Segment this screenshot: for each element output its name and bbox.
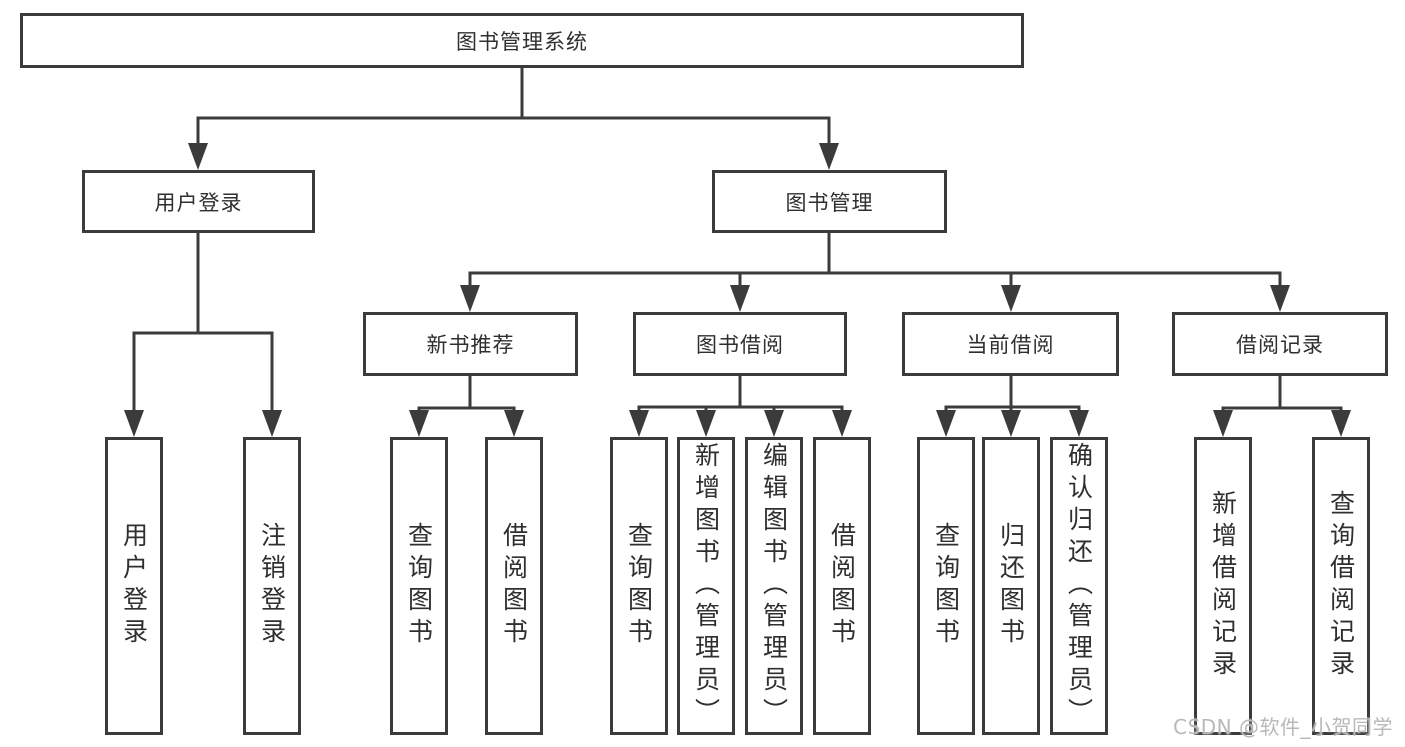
leaf-borrow-query-books: 查询图书 [610, 437, 668, 735]
leaf-records-query-record-label: 查询借阅记录 [1326, 490, 1356, 682]
leaf-recommend-borrow-books: 借阅图书 [485, 437, 543, 735]
leaf-logout: 注销登录 [243, 437, 301, 735]
leaf-borrow-edit-books-admin-label: 编辑图书（管理员） [759, 442, 789, 730]
leaf-records-add-record-label: 新增借阅记录 [1208, 490, 1238, 682]
node-book-management-label: 图书管理 [785, 190, 874, 215]
node-new-book-recommend: 新书推荐 [363, 312, 578, 376]
leaf-user-login: 用户登录 [105, 437, 163, 735]
leaf-current-confirm-return-admin: 确认归还（管理员） [1050, 437, 1108, 735]
leaf-borrow-edit-books-admin: 编辑图书（管理员） [745, 437, 803, 735]
leaf-borrow-query-books-label: 查询图书 [624, 522, 654, 650]
leaf-current-confirm-return-admin-label: 确认归还（管理员） [1064, 442, 1094, 730]
node-borrow-records: 借阅记录 [1172, 312, 1388, 376]
arrowheads [124, 143, 1351, 437]
leaf-recommend-borrow-books-label: 借阅图书 [499, 522, 529, 650]
leaf-current-return-books-label: 归还图书 [996, 522, 1026, 650]
leaf-records-add-record: 新增借阅记录 [1194, 437, 1252, 735]
leaf-records-query-record: 查询借阅记录 [1312, 437, 1370, 735]
node-book-borrow: 图书借阅 [633, 312, 847, 376]
node-borrow-records-label: 借阅记录 [1236, 333, 1324, 357]
leaf-logout-label: 注销登录 [257, 522, 287, 650]
node-user-login-label: 用户登录 [154, 190, 243, 215]
leaf-recommend-query-books-label: 查询图书 [404, 522, 434, 650]
node-library-system: 图书管理系统 [20, 13, 1024, 68]
leaf-current-return-books: 归还图书 [982, 437, 1040, 735]
leaf-current-query-books-label: 查询图书 [931, 522, 961, 650]
node-current-borrow: 当前借阅 [902, 312, 1119, 376]
node-book-management: 图书管理 [712, 170, 947, 233]
leaf-borrow-add-books-admin-label: 新增图书（管理员） [691, 442, 721, 730]
node-book-borrow-label: 图书借阅 [696, 333, 784, 357]
csdn-watermark: CSDN @软件_小贺同学 [1173, 715, 1393, 739]
leaf-user-login-label: 用户登录 [119, 522, 149, 650]
leaf-current-query-books: 查询图书 [917, 437, 975, 735]
node-new-book-recommend-label: 新书推荐 [426, 333, 515, 357]
node-user-login: 用户登录 [82, 170, 315, 233]
leaf-recommend-query-books: 查询图书 [390, 437, 448, 735]
leaf-borrow-borrow-books-label: 借阅图书 [827, 522, 857, 650]
node-current-borrow-label: 当前借阅 [966, 333, 1055, 357]
leaf-borrow-add-books-admin: 新增图书（管理员） [677, 437, 735, 735]
node-library-system-label: 图书管理系统 [456, 29, 588, 54]
leaf-borrow-borrow-books: 借阅图书 [813, 437, 871, 735]
